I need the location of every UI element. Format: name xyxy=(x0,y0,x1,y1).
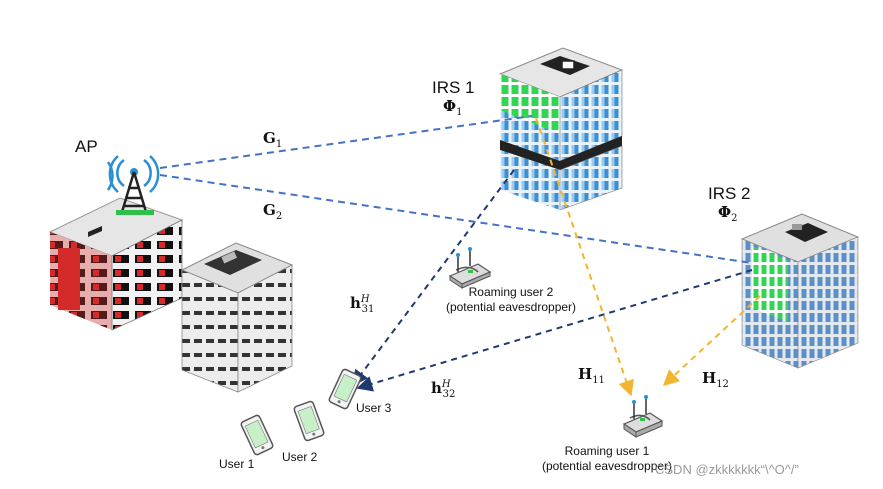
ap-tower-icon xyxy=(106,155,160,215)
link-h31 xyxy=(352,169,515,387)
roaming-user2-label: Roaming user 2 (potential eavesdropper) xyxy=(445,285,577,314)
roaming-user2-icon xyxy=(448,247,492,289)
channel-g1-label: G1 xyxy=(263,129,283,150)
user1-label: User 1 xyxy=(219,457,255,471)
channel-h31-label: hH31 xyxy=(350,294,375,315)
link-g1 xyxy=(159,115,533,169)
roaming-user1-icon xyxy=(622,395,664,438)
link-g2 xyxy=(159,174,753,264)
irs2-phase: Φ2 xyxy=(718,203,738,224)
channel-links xyxy=(159,115,761,397)
user3-phone-icon xyxy=(328,368,362,410)
channel-H11-label: H11 xyxy=(578,365,605,386)
roaming-user1-label: Roaming user 1 (potential eavesdropper) xyxy=(541,444,673,473)
user1-phone-icon xyxy=(240,414,274,456)
residential-building xyxy=(180,242,294,393)
ap-building xyxy=(48,197,184,331)
user2-phone-icon xyxy=(293,400,325,442)
irs2-building xyxy=(740,213,860,369)
link-h32 xyxy=(356,269,753,392)
irs1-building xyxy=(498,47,624,211)
user3-label: User 3 xyxy=(356,401,392,415)
irs1-phase: Φ1 xyxy=(443,97,463,118)
channel-H12-label: H12 xyxy=(702,369,729,390)
channel-h32-label: hH32 xyxy=(431,379,456,400)
ap-label: AP xyxy=(75,137,98,156)
irs1-title: IRS 1 xyxy=(432,78,475,97)
channel-g2-label: G2 xyxy=(263,201,283,222)
user2-label: User 2 xyxy=(282,450,318,464)
irs2-title: IRS 2 xyxy=(708,184,751,203)
link-H11 xyxy=(535,117,634,397)
watermark: CSDN @zkkkkkkk“\^O^/” xyxy=(655,462,799,477)
